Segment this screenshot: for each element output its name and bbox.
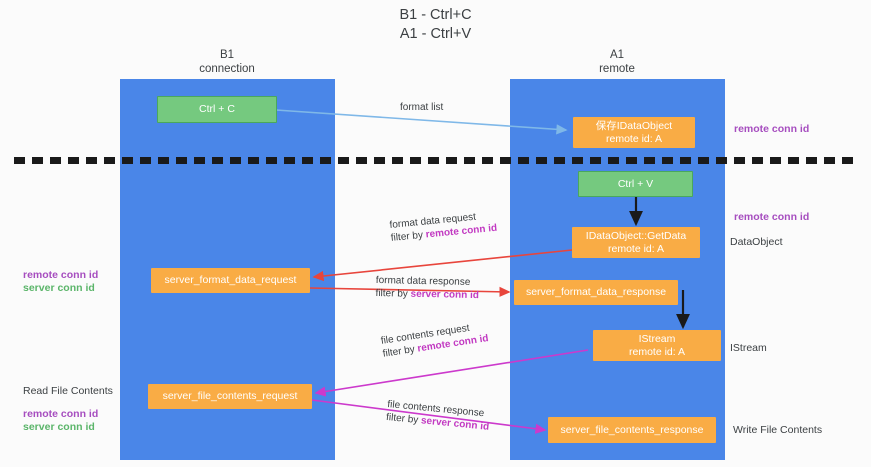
filter-by-prefix-4: filter by	[385, 411, 422, 427]
edge-label-format-data-request: format data request filter by remote con…	[389, 209, 498, 245]
annotation-right-remote-conn-id-mid: remote conn id	[734, 211, 810, 223]
filter-by-prefix-2: filter by	[375, 287, 411, 300]
node-server-file-contents-response-line1: server_file_contents_response	[560, 423, 704, 436]
edge-label-format-data-response: format data response filter by server co…	[375, 274, 479, 302]
node-server-file-contents-request[interactable]: server_file_contents_request	[148, 384, 312, 409]
node-istream-line2: remote id: A	[628, 345, 686, 358]
edge-label-file-contents-request: file contents request filter by remote c…	[380, 319, 489, 360]
filter-by-prefix-1: filter by	[390, 229, 427, 244]
node-save-idataobject[interactable]: 保存IDataObject remote id: A	[573, 117, 695, 148]
annotation-left-remote-conn-id-mid: remote conn id	[23, 269, 99, 281]
node-istream[interactable]: IStream remote id: A	[593, 330, 721, 361]
node-save-idataobject-line1: 保存IDataObject	[595, 119, 673, 132]
edge-label-format-list-line1: format list	[400, 102, 444, 113]
node-ctrl-v-line1: Ctrl + V	[617, 177, 654, 190]
title-line-1: B1 - Ctrl+C	[399, 7, 472, 23]
node-ctrl-v[interactable]: Ctrl + V	[578, 171, 693, 197]
column-header-b1-name: B1	[219, 49, 235, 61]
column-header-a1-name: A1	[609, 49, 625, 61]
annotation-left-server-conn-id-bottom: server conn id	[23, 421, 95, 433]
node-server-format-data-request[interactable]: server_format_data_request	[151, 268, 310, 293]
node-server-format-data-request-line1: server_format_data_request	[164, 274, 297, 286]
annotation-right-remote-conn-id-top: remote conn id	[734, 123, 810, 135]
node-save-idataobject-line2: remote id: A	[605, 132, 663, 145]
server-conn-id-key-2: server conn id	[410, 288, 480, 302]
annotation-right-write-file-contents: Write File Contents	[733, 424, 823, 436]
phase-separator	[14, 157, 858, 164]
node-ctrl-c[interactable]: Ctrl + C	[157, 96, 277, 123]
column-header-a1: A1 remote	[537, 48, 697, 76]
edge-label-file-contents-response: file contents response filter by server …	[386, 398, 491, 434]
annotation-right-dataobject: DataObject	[730, 236, 783, 248]
annotation-left-read-file-contents: Read File Contents	[23, 385, 113, 397]
annotation-left-server-conn-id-mid: server conn id	[23, 282, 95, 294]
annotation-right-istream: IStream	[730, 342, 767, 354]
node-server-format-data-response-line1: server_format_data_response	[525, 286, 667, 298]
edge-label-format-list: format list	[400, 101, 443, 114]
title-line-2: A1 - Ctrl+V	[399, 26, 472, 42]
column-header-b1: B1 connection	[147, 48, 307, 76]
node-server-file-contents-request-line1: server_file_contents_request	[162, 390, 298, 402]
node-idataobject-getdata-line2: remote id: A	[607, 242, 665, 255]
annotation-left-remote-conn-id-bottom: remote conn id	[23, 408, 99, 420]
node-idataobject-getdata-line1: IDataObject::GetData	[585, 229, 687, 242]
column-header-b1-role: connection	[199, 63, 255, 75]
node-istream-line1: IStream	[638, 332, 676, 345]
edge-label-format-data-response-line2: filter by server conn id	[375, 287, 479, 302]
node-idataobject-getdata[interactable]: IDataObject::GetData remote id: A	[572, 227, 700, 258]
diagram-title: B1 - Ctrl+C A1 - Ctrl+V	[0, 6, 871, 44]
column-header-a1-role: remote	[599, 63, 635, 75]
node-ctrl-c-line1: Ctrl + C	[199, 103, 235, 115]
node-server-format-data-response[interactable]: server_format_data_response	[514, 280, 678, 305]
filter-by-prefix-3: filter by	[382, 343, 419, 360]
node-server-file-contents-response[interactable]: server_file_contents_response	[548, 417, 716, 443]
